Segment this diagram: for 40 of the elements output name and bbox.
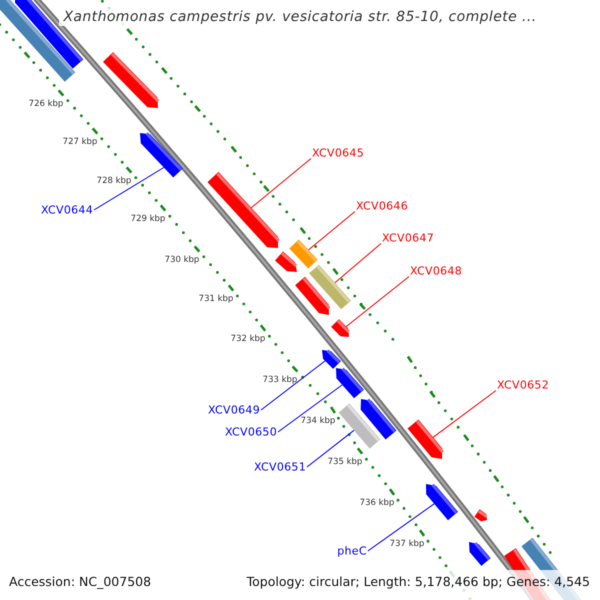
leader-line — [308, 211, 356, 250]
gene-label: XCV0649 — [208, 404, 260, 416]
gene-feature — [331, 319, 350, 337]
gene-feature — [336, 368, 364, 398]
leader-line — [306, 430, 354, 468]
position-label: 733 kbp — [262, 375, 298, 385]
gene-label: XCV0644 — [40, 204, 94, 216]
gene-feature — [322, 350, 341, 369]
position-label: 735 kbp — [328, 457, 362, 467]
gene-label: XCV0648 — [410, 264, 462, 278]
gene-feature — [289, 240, 318, 268]
leader-line — [260, 360, 326, 410]
gene-feature — [426, 484, 458, 520]
gene-feature — [338, 403, 380, 449]
gene-feature — [140, 132, 183, 178]
position-label: 731 kbp — [198, 294, 234, 304]
accession-text: Accession: NC_007508 — [9, 574, 152, 589]
gene-label: XCV0646 — [356, 200, 408, 212]
genome-info-text: Topology: circular; Length: 5,178,466 bp; Genes: 4,545 — [246, 574, 590, 589]
position-label: 732 kbp — [230, 334, 266, 344]
leader-line — [334, 243, 382, 284]
leader-line — [250, 158, 312, 208]
position-label: 729 kbp — [130, 214, 166, 224]
gene-feature — [309, 264, 351, 310]
gene-label: XCV0647 — [382, 232, 434, 244]
leader-line — [367, 503, 435, 552]
gene-label: XCV0651 — [254, 460, 306, 474]
gene-label: pheC — [337, 544, 367, 558]
gene-label: XCV0652 — [496, 378, 550, 392]
leader-line — [346, 276, 410, 327]
position-label: 736 kbp — [360, 498, 394, 508]
gene-feature — [208, 172, 280, 248]
position-label: 726 kbp — [28, 99, 64, 109]
leader-line — [432, 390, 496, 438]
gene-label: XCV0650 — [224, 426, 278, 438]
leader-line — [278, 384, 343, 432]
gene-feature — [408, 420, 444, 459]
gene-label: XCV0645 — [312, 146, 364, 160]
leader-line — [94, 167, 164, 210]
position-label: 727 kbp — [62, 137, 98, 147]
